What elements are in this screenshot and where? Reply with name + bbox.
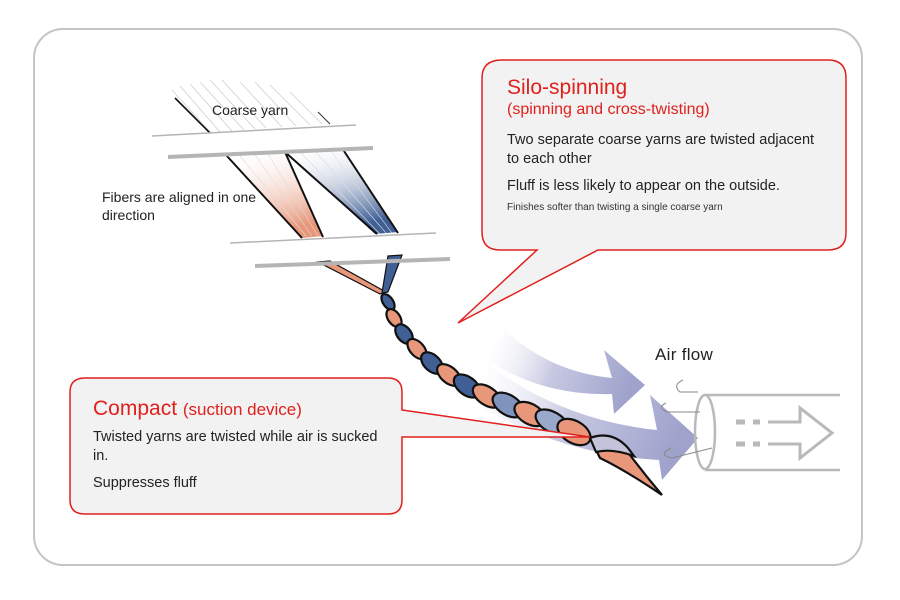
blue-converge [381, 254, 403, 294]
coarse-yarn-edge [317, 111, 331, 125]
compact-description: Twisted yarns are twisted while air is s… [93, 429, 378, 464]
silo-callout: Silo-spinning (spinning and cross-twisti… [507, 76, 827, 214]
silo-subtitle: (spinning and cross-twisting) [507, 101, 710, 118]
air-flow-arrows [470, 330, 698, 480]
silo-callout-bubble [457, 59, 847, 324]
compact-title-suffix: (suction device) [182, 400, 302, 419]
roller-bottom-1 [229, 232, 437, 244]
coarse-yarn-label: Coarse yarn [212, 102, 289, 118]
roller-bottom-2 [254, 257, 451, 268]
blue-fiber-wedge [285, 148, 398, 234]
compact-callout-bubble [69, 377, 591, 515]
orange-fiber-wedge [226, 152, 323, 238]
silo-fluff-note: Fluff is less likely to appear on the ou… [507, 178, 780, 194]
compact-title: Compact (suction device) [93, 397, 393, 422]
coarse-yarn-edge [174, 97, 211, 134]
drafting-rollers [151, 124, 451, 268]
drafting-edges [225, 147, 399, 239]
suction-swirls [661, 379, 713, 459]
roller-top-2 [167, 146, 374, 159]
silo-softness-note: Finishes softer than twisting a single c… [507, 202, 723, 213]
silo-description: Two separate coarse yarns are twisted ad… [507, 132, 815, 167]
fibers-aligned-label: Fibers are aligned in one direction [102, 189, 257, 223]
silo-title: Silo-spinning [507, 76, 628, 99]
orange-converge [315, 260, 388, 295]
air-arrow-upper [485, 330, 645, 414]
compact-fluff-note: Suppresses fluff [93, 475, 197, 491]
air-arrow-lower [470, 362, 698, 480]
roller-top-1 [151, 124, 357, 137]
compact-title-main: Compact [93, 397, 178, 420]
suction-tube [693, 393, 840, 472]
air-flow-label: Air flow [655, 345, 714, 364]
coarse-yarn-fibers [171, 79, 323, 133]
compact-callout: Compact (suction device) Twisted yarns a… [93, 397, 393, 493]
twisted-yarn [380, 292, 663, 496]
